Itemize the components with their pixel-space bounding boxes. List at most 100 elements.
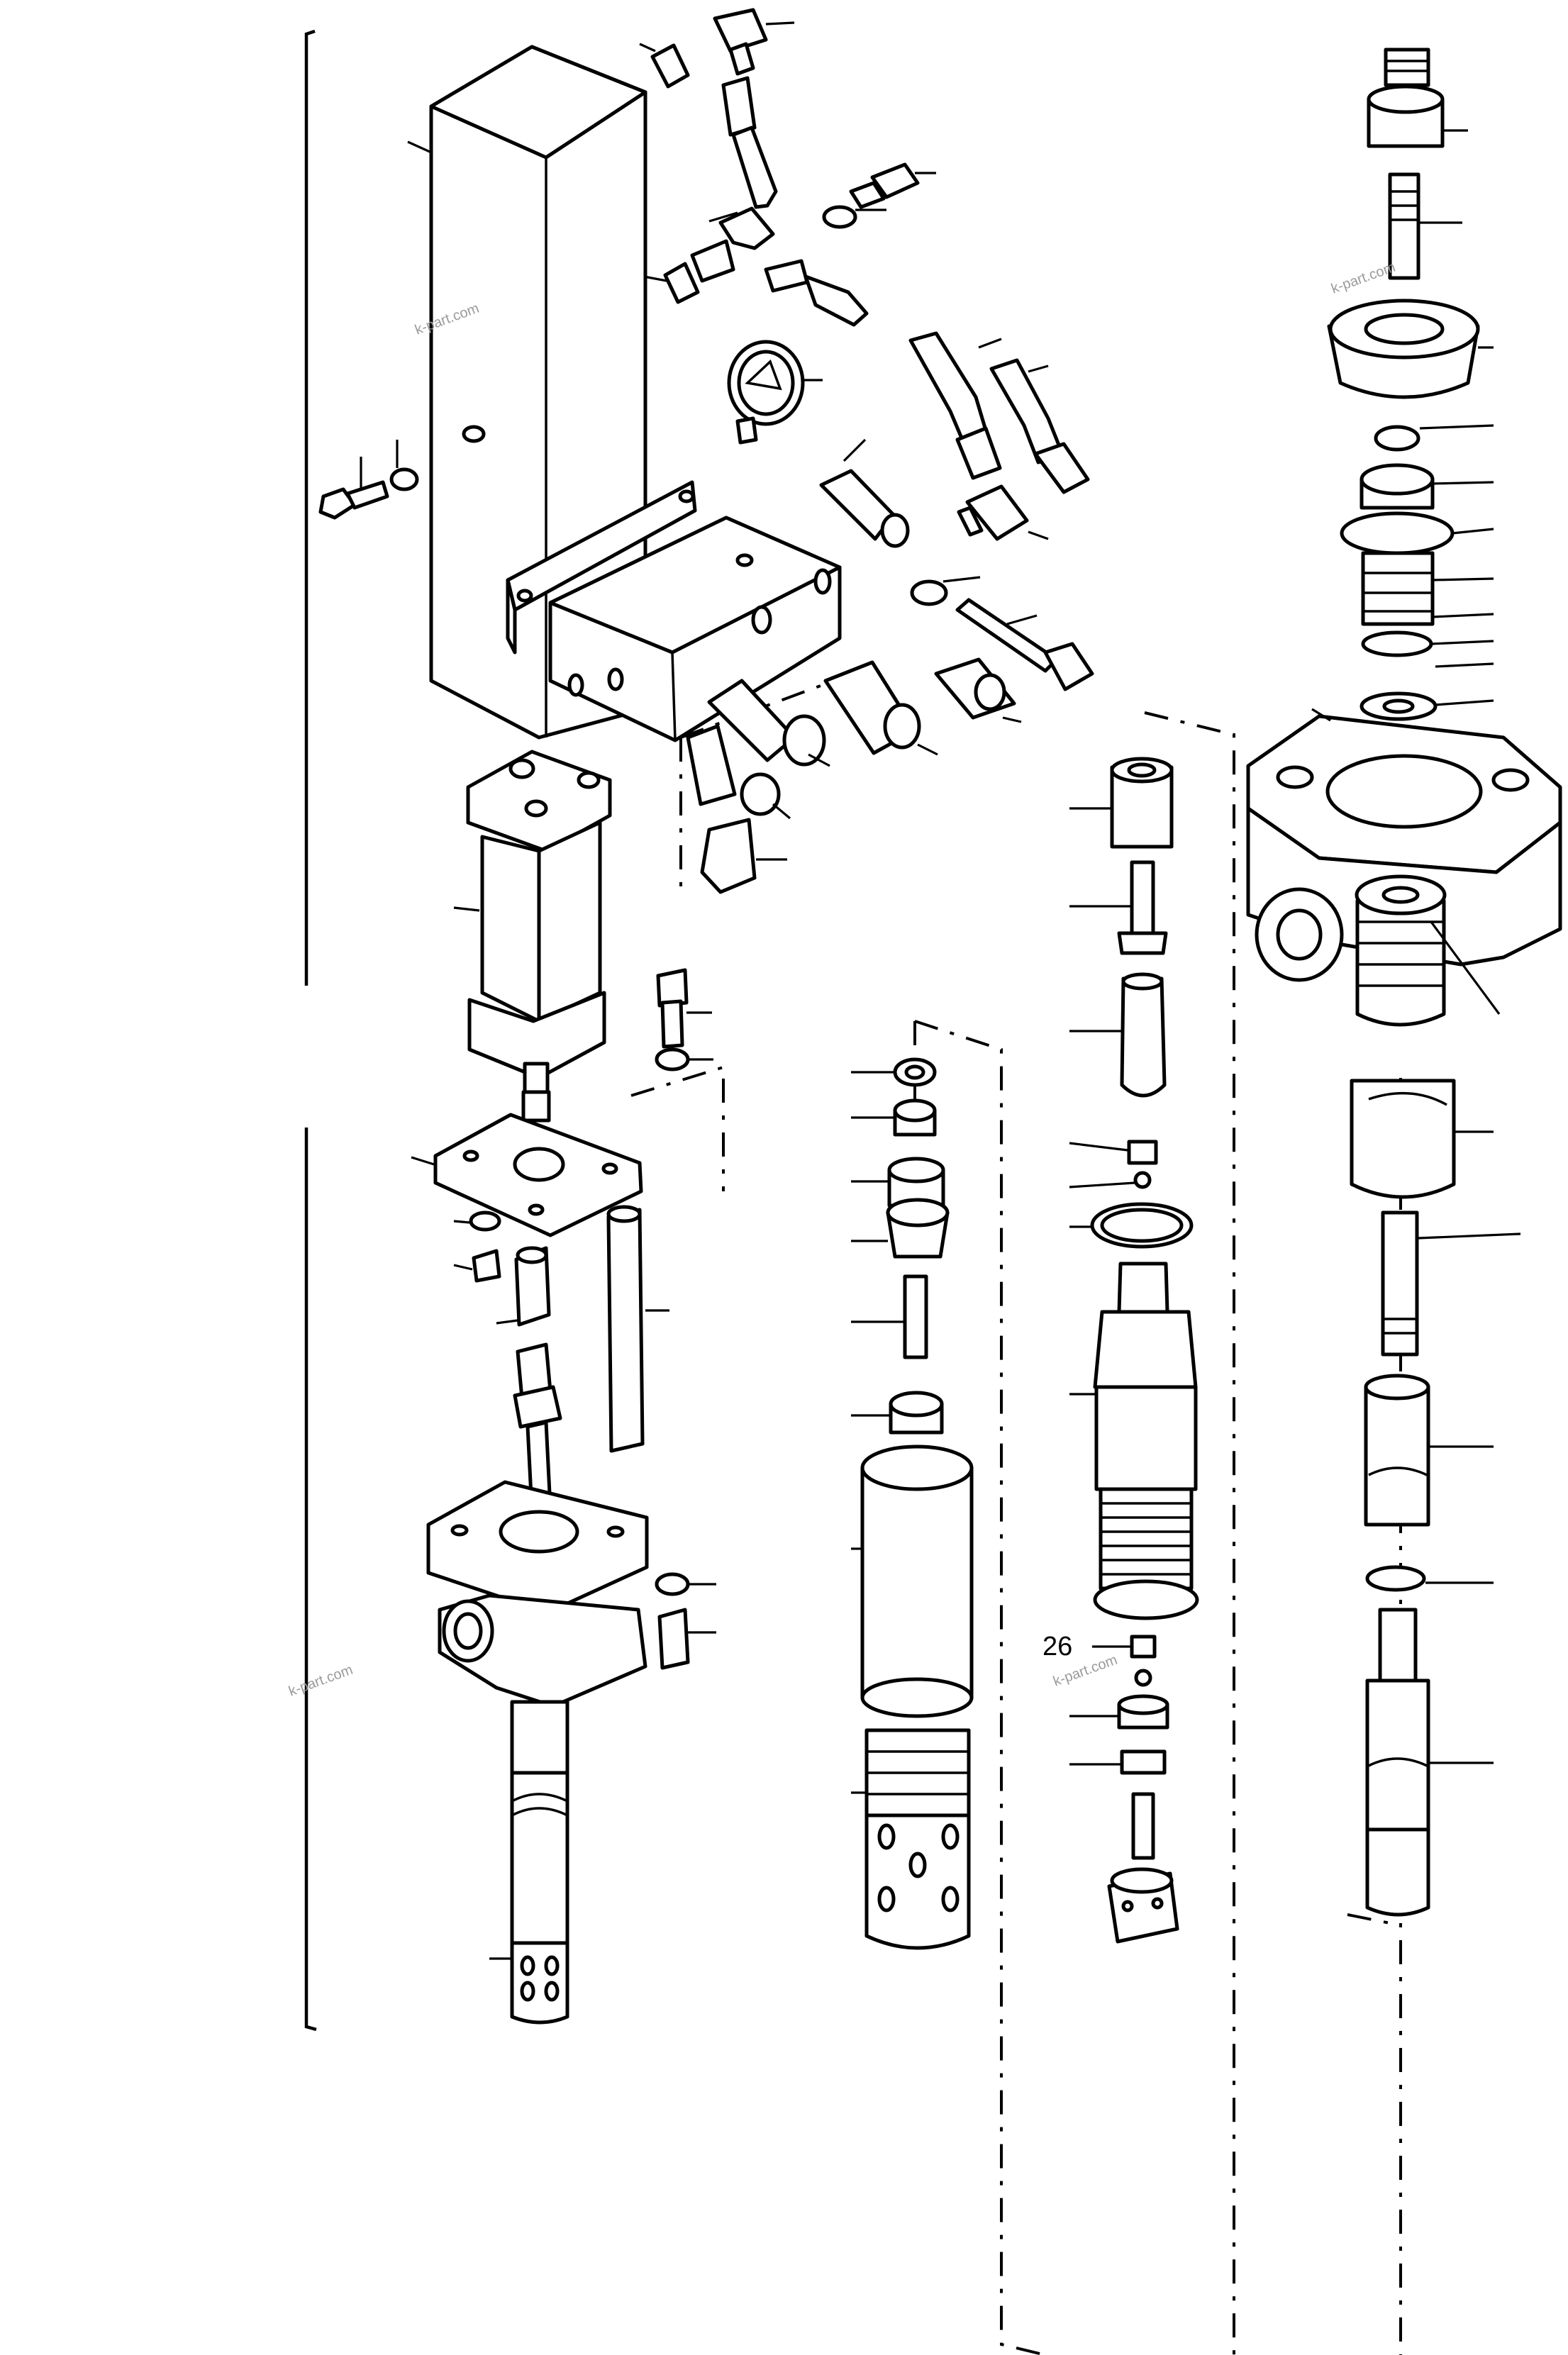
- mid-nut-lower-top: [889, 1391, 944, 1418]
- plate-fastener-group: [453, 1210, 501, 1283]
- pressure-gauge: [727, 340, 823, 445]
- right-flange-hole-2: [1491, 768, 1530, 792]
- center-coupling-bore: [1127, 762, 1157, 778]
- base-flange-hole-1: [450, 1524, 469, 1537]
- center-end-cap-top: [1110, 1867, 1174, 1894]
- center-cartridge-threads: [1101, 1502, 1191, 1576]
- tee-nut: [663, 262, 700, 304]
- plate-washer: [469, 1210, 501, 1232]
- leader-tee-nut: [643, 275, 667, 282]
- housing-bolt-washer: [389, 467, 419, 491]
- hose-fitting-a: [955, 426, 1002, 480]
- housing-bolt-group: [318, 440, 419, 520]
- strainer-slot-2: [544, 1955, 560, 1976]
- center-stem-collar: [1117, 931, 1168, 955]
- cylinder-bolt-group: [655, 968, 713, 1071]
- connector-fitting: [957, 484, 1049, 541]
- pressure-switch: [819, 438, 910, 548]
- leader-right-rod-upper: [1418, 1232, 1521, 1240]
- spacer-rod-top: [606, 1205, 642, 1223]
- pressure-switch-end: [880, 513, 910, 548]
- valve-block-top: [548, 516, 842, 655]
- valve-block-hole-1: [567, 673, 584, 697]
- mid-strainer-body: [864, 1813, 971, 1950]
- elbow-b-nut: [883, 703, 921, 750]
- cylinder-cap-bottom: [467, 991, 606, 1080]
- right-rod-upper-threads: [1383, 1318, 1417, 1335]
- leader-right-ring-3: [1435, 662, 1494, 668]
- spacer-rod: [606, 1208, 645, 1453]
- mid-strainer-slot-3: [908, 1852, 927, 1878]
- mid-strainer-slot-1: [877, 1823, 896, 1850]
- center-bottom-oring: [1093, 1579, 1199, 1620]
- mid-sleeve-bottom: [860, 1677, 974, 1718]
- center-plunger: [1120, 976, 1167, 1098]
- right-ring-2: [1361, 630, 1433, 657]
- long-bolt-head: [1043, 642, 1094, 691]
- base-flange-boss: [499, 1510, 579, 1554]
- coupling-and-spacer: [496, 1205, 669, 1453]
- center-ball-seat: [1127, 1140, 1158, 1165]
- top-fitting-nipple: [728, 42, 755, 76]
- leader-center-ball-seat: [1069, 1142, 1128, 1152]
- right-coupling-upper-top: [1364, 1374, 1430, 1401]
- cylinder-tie-rod-nut-3: [524, 799, 548, 818]
- cylinder-rod-thread: [521, 1090, 551, 1123]
- right-flange-hole-1: [1276, 765, 1314, 789]
- valve-mount-plate-face: [506, 578, 517, 655]
- mid-sleeve-top: [860, 1444, 974, 1491]
- base-washer: [655, 1572, 690, 1596]
- leader-connector: [1028, 530, 1049, 540]
- leader-right-ring-2: [1430, 640, 1494, 645]
- center-end-cap-hole-1: [1121, 1900, 1134, 1913]
- gauge-switch-fitting: [764, 259, 809, 293]
- mid-strainer-slot-5: [941, 1886, 960, 1913]
- leader-long-bolt-washer: [943, 576, 981, 583]
- leader-top-elbow: [765, 21, 795, 26]
- leader-right-oring: [1452, 528, 1494, 535]
- leader-right-packing-1: [1432, 577, 1494, 581]
- valve-block-port-top: [735, 553, 754, 567]
- dashline-center-column: [1144, 711, 1235, 2355]
- center-cartridge-nose: [1117, 1262, 1169, 1314]
- valve-block-hole-2: [607, 667, 624, 691]
- right-top-nipple-threads: [1386, 60, 1428, 72]
- pressure-gauge-stem: [735, 416, 758, 445]
- dashline-top-right: [1347, 1913, 1401, 1927]
- mid-sleeve: [860, 1466, 974, 1700]
- base-port-inner: [453, 1612, 483, 1650]
- cylinder-tie-rod-nut: [508, 758, 535, 779]
- leader-pressure-switch: [843, 438, 867, 462]
- mid-strainer-threads: [868, 1750, 967, 1796]
- mount-plate-hole: [516, 589, 533, 603]
- connector-nipple: [957, 506, 984, 537]
- watermark-2: k-part.com: [1329, 260, 1397, 297]
- right-coupling-upper-break: [1368, 1466, 1428, 1476]
- right-bottom-tip: [1365, 1827, 1430, 1917]
- right-rod-lower: [1378, 1608, 1418, 1683]
- mid-washer-1-hole: [904, 1064, 925, 1080]
- hose-fitting-upper: [721, 76, 757, 137]
- cylinder-rod: [523, 1062, 550, 1094]
- mid-washer-2-top: [893, 1098, 937, 1123]
- watermark-3: k-part.com: [287, 1662, 355, 1700]
- tee-fitting: [718, 206, 775, 250]
- housing-hole: [462, 425, 486, 443]
- base-bolt-group: [655, 1572, 716, 1670]
- right-coupling-lower: [1365, 1678, 1430, 1832]
- leader-elbow-c: [1002, 716, 1022, 723]
- connector-nut: [965, 484, 1029, 541]
- leader-lower-elbow: [772, 803, 791, 820]
- cylinder-barrel-right: [537, 820, 602, 1023]
- base-bolt: [657, 1608, 690, 1670]
- right-coupling-upper: [1364, 1385, 1430, 1527]
- top-elbow-fitting: [713, 8, 768, 53]
- mounting-plate-hole-2: [601, 1162, 618, 1175]
- leader-top-nut: [639, 43, 656, 52]
- leader-right-flange: [1311, 708, 1331, 722]
- center-guide: [1120, 1749, 1167, 1775]
- air-cylinder: [453, 750, 612, 1123]
- bottom-plug: [700, 818, 757, 894]
- strainer-tip: [510, 1941, 569, 2025]
- strainer-slot-4: [544, 1981, 560, 2002]
